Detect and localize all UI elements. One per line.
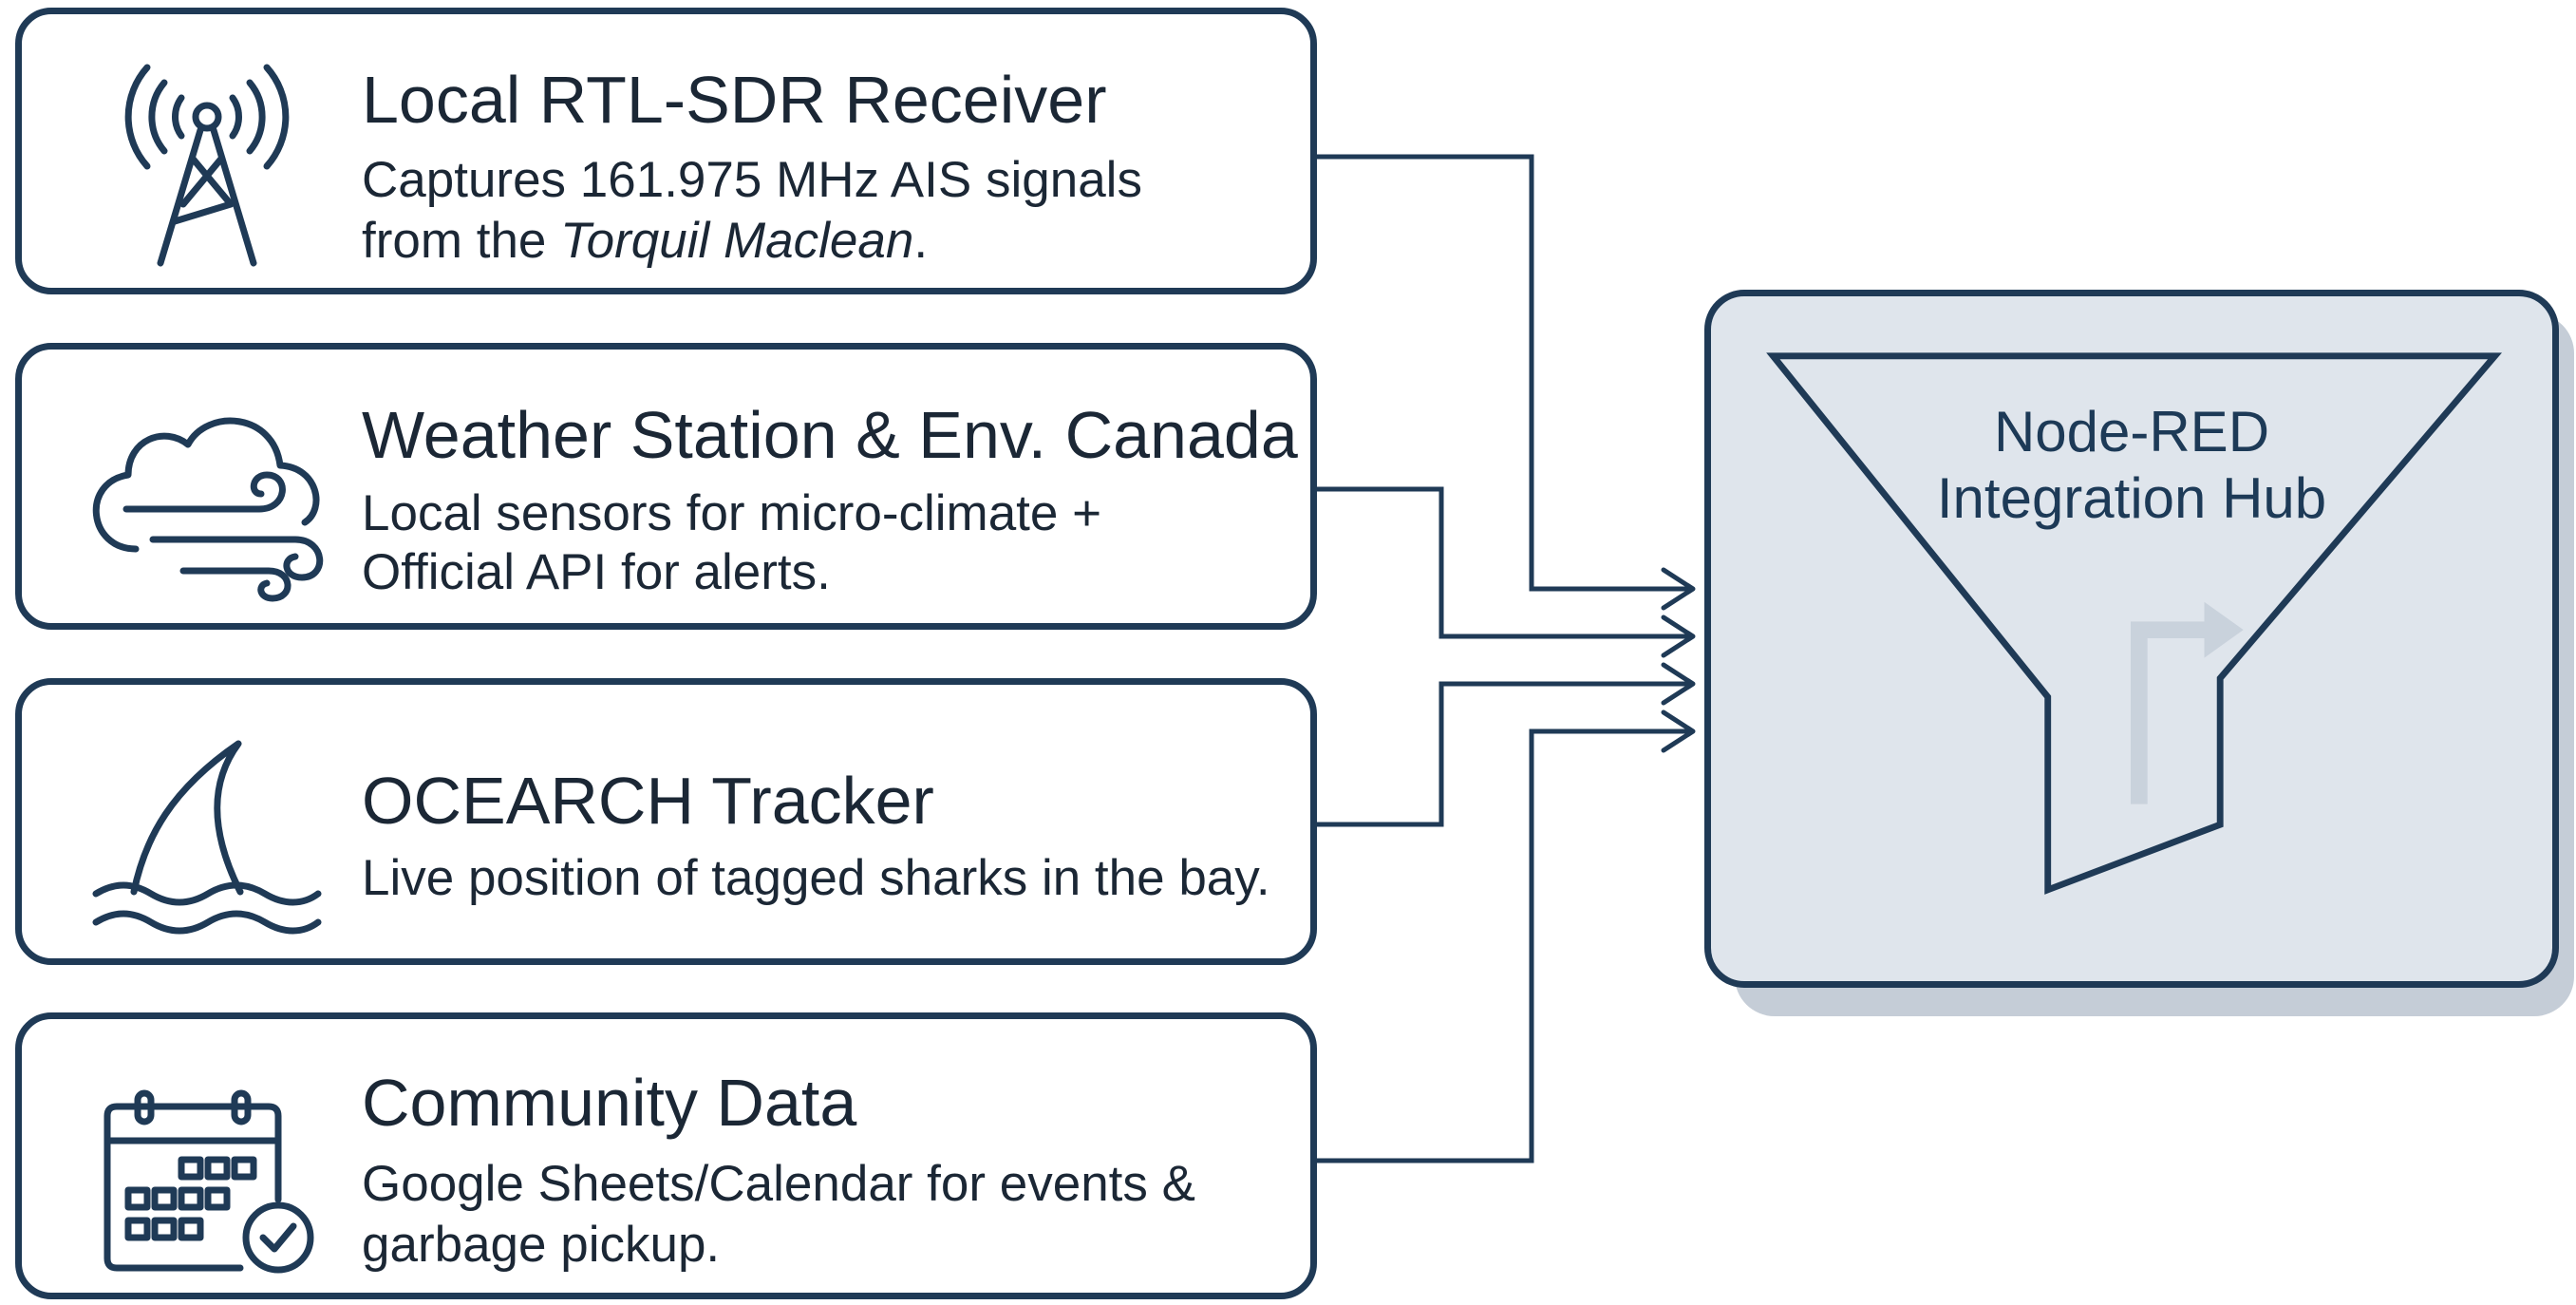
source-card-community: Community Data Google Sheets/Calendar fo… (15, 1012, 1317, 1299)
source-title: Community Data (362, 1066, 857, 1140)
arrowhead-1 (1661, 567, 1696, 611)
source-title: Local RTL-SDR Receiver (362, 63, 1107, 137)
arrowhead-4 (1661, 709, 1696, 753)
source-description-line-1: Google Sheets/Calendar for events & (362, 1156, 1195, 1212)
shark-fin-icon (69, 723, 354, 941)
source-card-ocearch: OCEARCH Tracker Live position of tagged … (15, 678, 1317, 965)
integration-hub (1704, 290, 2559, 988)
source-description-line-1: Live position of tagged sharks in the ba… (362, 850, 1270, 906)
source-title: Weather Station & Env. Canada (362, 398, 1298, 472)
source-title: OCEARCH Tracker (362, 764, 934, 838)
cloud-wind-icon (69, 388, 354, 606)
vessel-name: Torquil Maclean (560, 213, 914, 269)
source-description-line-2: garbage pickup. (362, 1217, 721, 1273)
connector-ocearch (1315, 681, 1690, 827)
arrowhead-2 (1661, 615, 1696, 658)
source-description-line-2: from the Torquil Maclean. (362, 213, 929, 269)
connector-rtl-sdr (1315, 154, 1690, 592)
hub-title: Node-RED Integration Hub (1704, 399, 2559, 532)
source-description-line-2: Official API for alerts. (362, 544, 831, 600)
arrowhead-3 (1661, 662, 1696, 706)
source-description-line-1: Local sensors for micro-climate + (362, 485, 1102, 541)
hub-title-line-1: Node-RED (1993, 400, 2270, 463)
radio-tower-icon (69, 52, 354, 271)
connector-weather (1315, 486, 1690, 639)
source-card-weather: Weather Station & Env. Canada Local sens… (15, 343, 1317, 630)
source-description-line-1: Captures 161.975 MHz AIS signals (362, 152, 1142, 208)
calendar-check-icon (69, 1057, 354, 1276)
hub-title-line-2: Integration Hub (1936, 466, 2327, 530)
funnel-icon (1766, 352, 2503, 895)
source-card-rtl-sdr: Local RTL-SDR Receiver Captures 161.975 … (15, 8, 1317, 294)
connector-community (1315, 728, 1690, 1163)
